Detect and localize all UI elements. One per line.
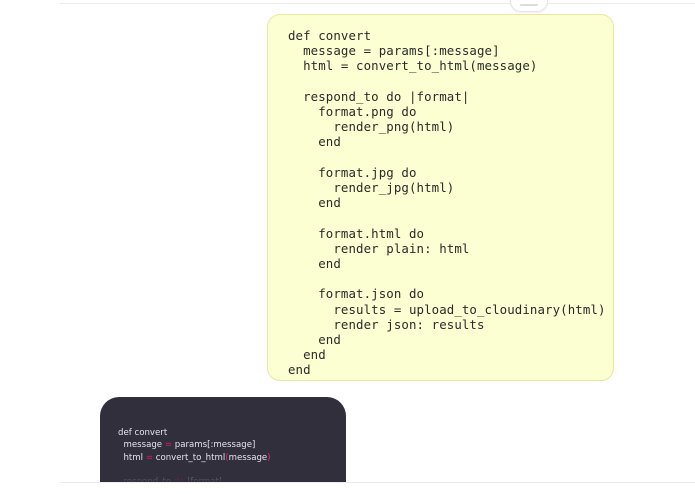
pill-dash-icon bbox=[520, 4, 538, 6]
dark-code-token: message bbox=[228, 452, 268, 463]
collapsed-toolbar-pill[interactable] bbox=[510, 0, 548, 12]
dark-code-token: = bbox=[164, 440, 173, 451]
dark-code-token: ( bbox=[225, 452, 229, 463]
dark-code-token: = bbox=[145, 452, 153, 463]
dark-code-token: def convert bbox=[118, 428, 168, 438]
dark-code-token: message bbox=[118, 440, 165, 451]
light-code-card: def convert message = params[:message] h… bbox=[267, 14, 614, 381]
light-code-text: def convert message = params[:message] h… bbox=[288, 28, 606, 378]
dark-code-card: def convert message = params[:message] h… bbox=[100, 397, 346, 482]
dark-code-token: params[:message] bbox=[172, 440, 256, 451]
dark-code-text: def convert message = params[:message] h… bbox=[100, 397, 346, 482]
dark-code-token: ) bbox=[267, 452, 271, 463]
page-divider-bottom bbox=[60, 482, 695, 483]
dark-code-token: convert_to_html bbox=[152, 452, 226, 463]
dark-code-token: html bbox=[118, 452, 146, 463]
page-divider-top bbox=[60, 3, 695, 4]
